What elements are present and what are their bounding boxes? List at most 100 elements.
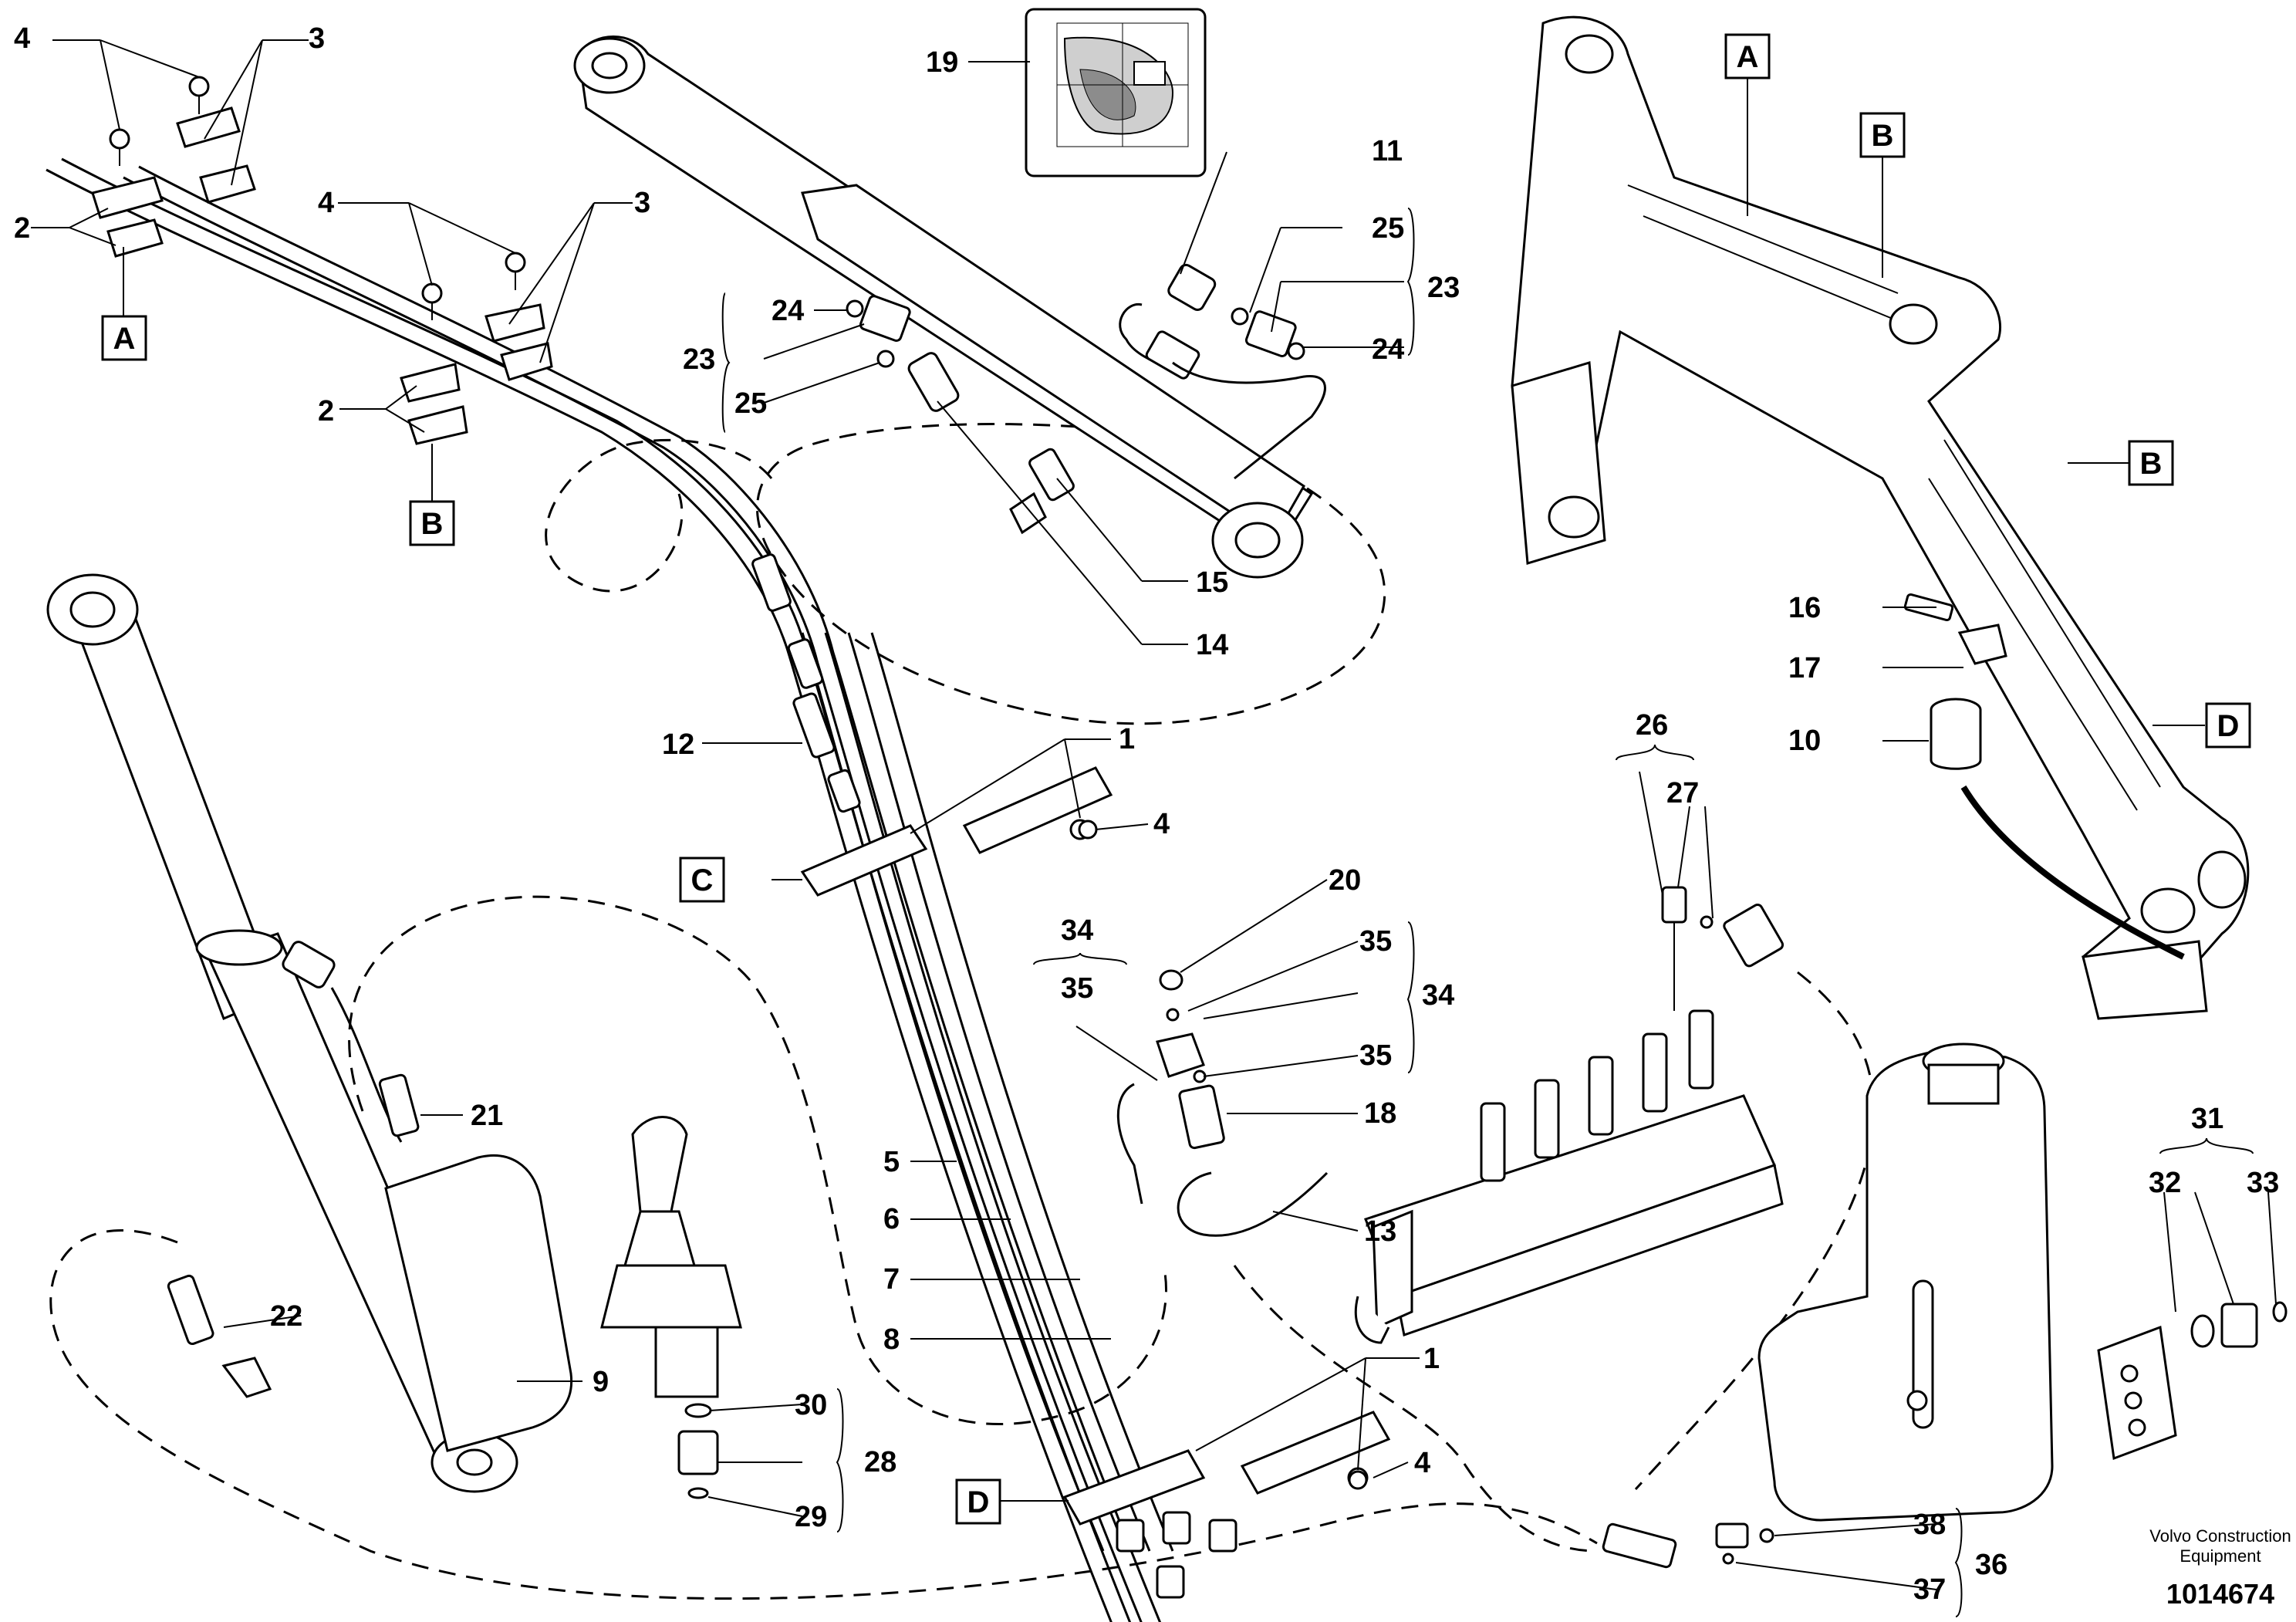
label-7: 7 [883, 1263, 900, 1296]
label-1-b: 1 [1423, 1343, 1440, 1375]
label-3-a: 3 [309, 22, 325, 55]
label-34-left: 34 [1061, 914, 1093, 947]
label-21: 21 [471, 1100, 503, 1132]
ref-box-b-right-label: B [2140, 447, 2163, 481]
footer-document-number: 1014674 [2166, 1578, 2274, 1610]
ref-box-c [679, 857, 725, 903]
label-9: 9 [593, 1366, 609, 1398]
cylinder-fittings-14-15 [907, 352, 1075, 535]
label-36: 36 [1975, 1549, 2007, 1581]
label-4-c: 4 [1153, 808, 1170, 840]
label-23-left: 23 [683, 343, 715, 376]
label-2-a: 2 [14, 212, 30, 245]
footer-brand-line2: Equipment [2180, 1546, 2261, 1566]
label-23-right: 23 [1427, 272, 1460, 304]
fitting-group-23-right [1119, 263, 1326, 480]
label-12: 12 [662, 728, 694, 761]
label-34-right: 34 [1422, 979, 1454, 1012]
fitting-group-34 [1116, 969, 1329, 1237]
label-22: 22 [270, 1300, 302, 1333]
load-chart-decal-19 [1025, 8, 1207, 177]
joystick [600, 1116, 742, 1398]
boom-cylinder [573, 35, 1314, 579]
label-24-right: 24 [1372, 333, 1404, 366]
ref-box-d-left-label: D [967, 1485, 990, 1519]
reference-boxes: A B C D A B B D [101, 33, 2251, 1525]
ref-box-b-left-label: B [421, 507, 444, 541]
bolts-4 [109, 76, 1368, 1490]
ref-box-a-left-label: A [113, 322, 136, 356]
control-valve [1354, 1009, 1784, 1344]
ref-box-a-right [1724, 33, 1771, 79]
label-35-b: 35 [1359, 1039, 1392, 1072]
label-26: 26 [1636, 709, 1668, 742]
dashed-routing-upper [545, 438, 773, 593]
leader-lines [31, 39, 2277, 1590]
label-4-b: 4 [318, 187, 334, 219]
label-1-a: 1 [1119, 723, 1135, 755]
ref-box-c-label: C [691, 863, 714, 897]
cap-10 [1930, 698, 1982, 770]
label-19: 19 [926, 46, 958, 79]
pointer-arrow-10 [1960, 785, 2185, 960]
ref-box-d-right [2205, 702, 2251, 748]
label-2-b: 2 [318, 395, 334, 427]
label-5: 5 [883, 1146, 900, 1178]
label-28: 28 [864, 1446, 896, 1478]
fitting-group-28 [677, 1403, 719, 1499]
hose-fittings-12 [751, 553, 861, 813]
label-20: 20 [1329, 864, 1361, 897]
excavator-boom [1511, 15, 2250, 1020]
dashed-routing-valve [1634, 971, 1875, 1491]
ref-box-b-right-top-label: B [1872, 119, 1894, 153]
label-35-left: 35 [1061, 972, 1093, 1005]
footer: Volvo Construction Equipment 1014674 [2149, 1526, 2291, 1610]
fitting-group-26 [1661, 886, 1784, 1011]
hose-end-caps [1116, 1511, 1237, 1599]
ref-box-d-left [955, 1478, 1001, 1525]
dashed-routing-boom-loop [756, 423, 1386, 725]
label-31: 31 [2191, 1103, 2223, 1135]
dashed-routing-right [1233, 1265, 1598, 1553]
ref-box-a-right-label: A [1737, 40, 1759, 74]
label-33: 33 [2247, 1167, 2279, 1199]
brackets [721, 208, 2254, 1617]
label-3-b: 3 [634, 187, 650, 219]
label-38: 38 [1913, 1509, 1946, 1541]
label-30: 30 [795, 1389, 827, 1421]
dashed-routing-bottom [49, 1229, 1598, 1600]
label-32: 32 [2149, 1167, 2181, 1199]
label-14: 14 [1196, 629, 1228, 661]
label-29: 29 [795, 1501, 827, 1533]
label-37: 37 [1913, 1573, 1946, 1606]
valve-block-31 [2097, 1301, 2288, 1461]
label-35-a: 35 [1359, 925, 1392, 958]
label-4-d: 4 [1414, 1447, 1430, 1479]
ref-box-b-right [2128, 440, 2174, 486]
label-6: 6 [883, 1203, 900, 1235]
label-18: 18 [1364, 1097, 1396, 1130]
fittings-21-22 [167, 1073, 420, 1398]
label-13: 13 [1364, 1215, 1396, 1248]
label-27: 27 [1666, 777, 1699, 809]
ref-box-b-right-top [1859, 112, 1906, 158]
ref-box-b-left [409, 500, 455, 546]
footer-brand-line1: Volvo Construction [2149, 1526, 2291, 1546]
label-25-left: 25 [734, 387, 767, 420]
clamp-lower-1 [1062, 1411, 1391, 1526]
label-10: 10 [1788, 725, 1821, 757]
label-24-left: 24 [772, 295, 804, 327]
clamp-upper-left [91, 106, 553, 445]
fitting-group-36 [1602, 1522, 1774, 1569]
ref-box-d-right-label: D [2217, 709, 2240, 743]
ref-box-a-left [101, 315, 147, 361]
label-17: 17 [1788, 652, 1821, 684]
hydraulic-tank [1757, 1042, 2054, 1522]
arm-cylinder-left [46, 573, 573, 1493]
fitting-group-23-left [846, 295, 911, 368]
label-15: 15 [1196, 566, 1228, 599]
label-4-a: 4 [14, 22, 30, 55]
part-labels: 4 3 2 4 3 2 19 24 23 25 11 25 23 24 15 1… [14, 22, 2279, 1606]
label-16: 16 [1788, 592, 1821, 624]
